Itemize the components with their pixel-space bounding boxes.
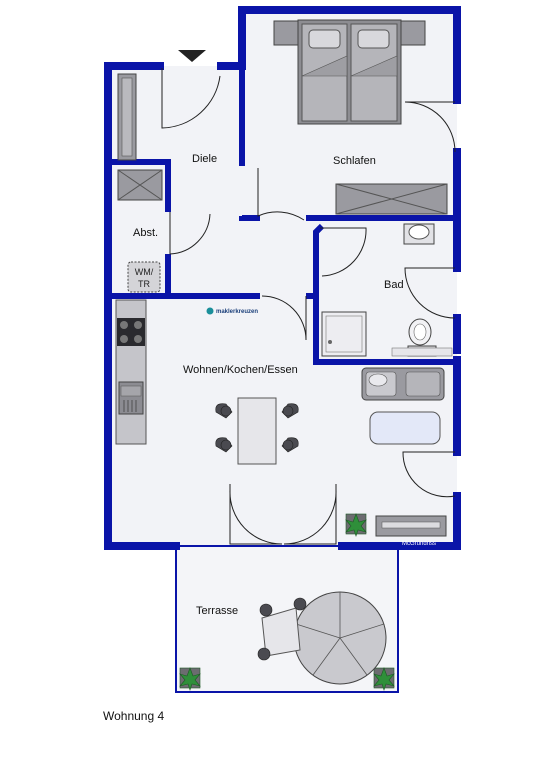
plant-icon xyxy=(179,667,201,691)
bed xyxy=(273,19,426,125)
wm-label-line1: WM/ xyxy=(135,267,154,277)
inner-walls xyxy=(112,66,457,365)
wardrobe xyxy=(335,183,448,215)
brand-logo: maklerkreuzen xyxy=(206,307,258,315)
unit-title: Wohnung 4 xyxy=(103,709,164,723)
plant-icon xyxy=(373,667,395,691)
room-label-wohnen: Wohnen/Kochen/Essen xyxy=(183,364,298,376)
credit-text: McGrundriss xyxy=(402,541,436,547)
entrance-arrow-icon xyxy=(178,50,206,62)
washbasin xyxy=(403,223,435,245)
wm-label-line2: TR xyxy=(138,279,150,289)
tv-sideboard xyxy=(375,515,447,537)
dining-table xyxy=(215,397,299,465)
plant-icon xyxy=(345,513,367,537)
doors xyxy=(161,68,456,545)
nightstand-left xyxy=(273,20,299,46)
washer-dryer: WM/ TR xyxy=(127,261,161,293)
brand-text: maklerkreuzen xyxy=(216,309,258,315)
coffee-table xyxy=(369,411,441,445)
kitchen-counter xyxy=(115,299,147,445)
room-label-bad: Bad xyxy=(384,279,404,291)
outer-walls xyxy=(104,6,461,550)
shower xyxy=(321,311,367,357)
room-label-terrasse: Terrasse xyxy=(196,605,238,617)
storage-shelf xyxy=(117,169,163,201)
bad-counter xyxy=(391,347,453,357)
sofa xyxy=(361,367,445,401)
room-label-abst: Abst. xyxy=(133,227,158,239)
terrace-table xyxy=(257,591,387,685)
apartment-floor xyxy=(111,66,457,546)
room-label-diele: Diele xyxy=(192,153,217,165)
room-label-schlafen: Schlafen xyxy=(333,155,376,167)
nightstand-right xyxy=(400,20,426,46)
coat-rack xyxy=(117,73,137,161)
